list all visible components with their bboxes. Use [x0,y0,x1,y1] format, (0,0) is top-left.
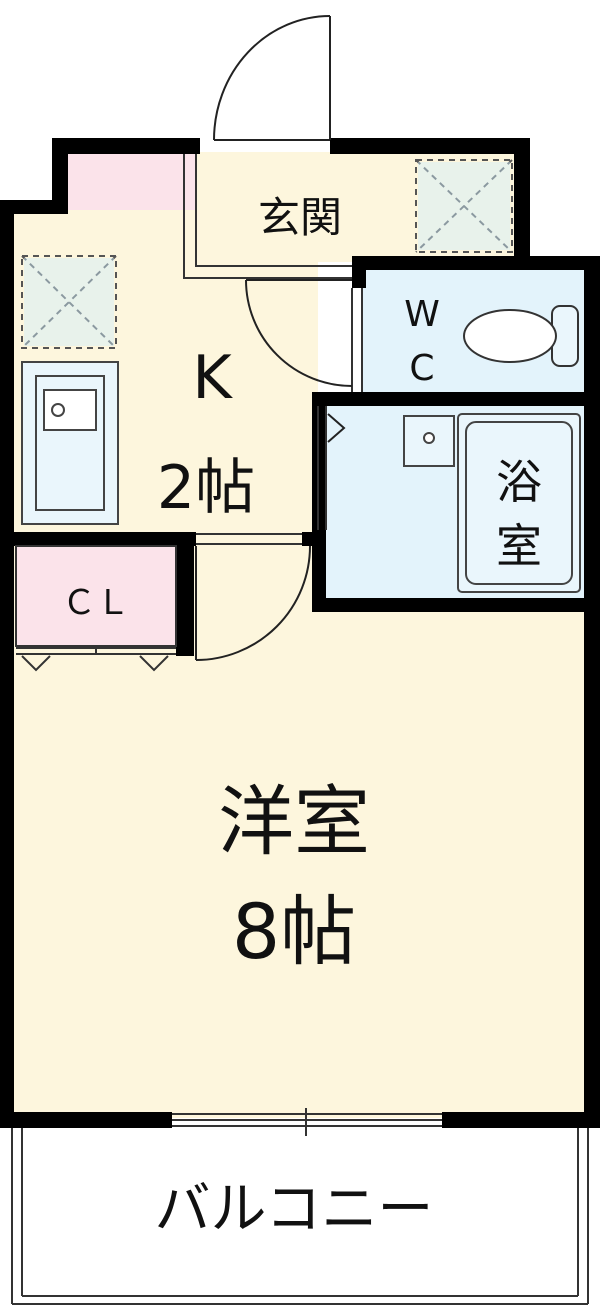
bath-label-2: 室 [496,519,542,573]
kitchen-label-k: K [192,343,233,413]
genkan-label: 玄関 [258,193,342,242]
wc-label-c: C [409,348,434,389]
balcony [11,1128,589,1305]
vent-marks [21,159,513,349]
balcony-label: バルコニー [155,1177,434,1242]
closet-label: ＣＬ [62,583,130,623]
toilet [463,305,579,367]
kitchen-label-size: 2帖 [157,453,255,523]
bath-label-1: 浴 [496,455,542,509]
doors [195,15,353,661]
closet-area [16,546,176,646]
entry-door-swing [213,15,331,141]
shoe-cabinet [68,152,196,210]
closet-details [15,545,177,672]
kitchen-counter [21,361,119,525]
balcony-window [172,1108,442,1136]
bath-fixtures [403,413,581,593]
thin-lines [183,154,363,545]
walls [0,138,600,1128]
western-room-label: 洋室 [218,777,370,866]
wc-label-w: W [404,294,440,335]
western-room-size: 8帖 [232,887,356,976]
